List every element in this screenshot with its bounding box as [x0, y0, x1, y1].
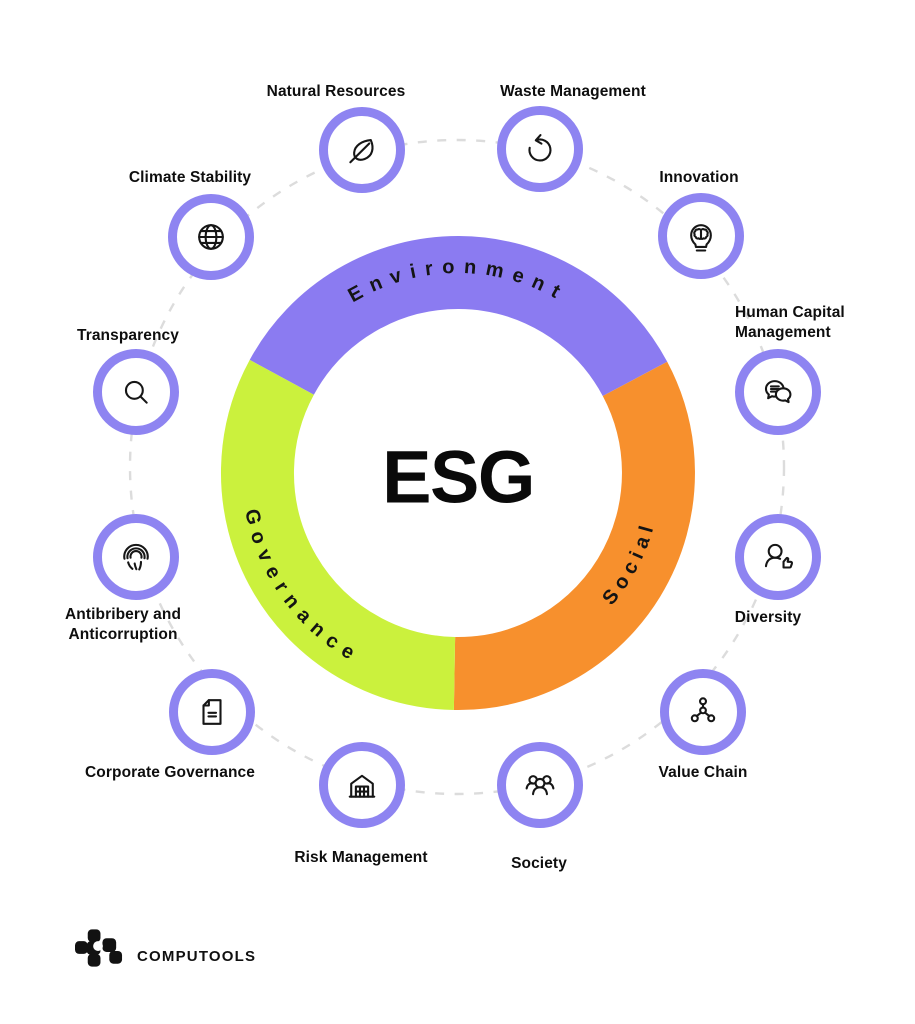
people-group-icon: [525, 775, 555, 796]
undo-arrow-icon: [528, 134, 552, 162]
document-icon: [202, 699, 222, 725]
antibribery-circle: [93, 514, 179, 600]
segment-arc-social: [453, 361, 695, 711]
person-thumbs-up-icon: [764, 543, 794, 569]
segment-arc-environment: [249, 236, 668, 397]
waste-management-circle: [497, 106, 583, 192]
climate-stability-label: Climate Stability: [128, 169, 252, 186]
computools-logo-text: COMPUTOOLS: [137, 947, 257, 965]
speech-bubbles-icon: [764, 380, 792, 404]
network-nodes-icon: [690, 697, 716, 723]
leaf-icon: [349, 139, 374, 164]
magnifier-icon: [124, 380, 148, 404]
transparency-circle: [93, 349, 179, 435]
diversity-circle: [735, 514, 821, 600]
globe-icon: [198, 224, 224, 250]
society-circle: [497, 742, 583, 828]
risk-management-circle: [319, 742, 405, 828]
human-capital-label: Human Capital Management: [735, 304, 845, 342]
corporate-governance-label: Corporate Governance: [85, 764, 255, 781]
natural-resources-circle: [319, 107, 405, 193]
antibribery-label: Antibribery and Anticorruption: [64, 606, 182, 644]
transparency-label: Transparency: [76, 327, 180, 344]
natural-resources-label: Natural Resources: [266, 83, 406, 100]
esg-center-label: ESG: [382, 435, 535, 519]
waste-management-label: Waste Management: [500, 83, 646, 100]
fingerprint-icon: [123, 543, 149, 571]
warehouse-icon: [348, 774, 376, 798]
computools-logo-mark: [75, 929, 123, 967]
climate-stability-circle: [168, 194, 254, 280]
lightbulb-brain-icon: [690, 224, 712, 252]
human-capital-circle: [735, 349, 821, 435]
segment-arc-governance: [221, 359, 456, 710]
society-label: Society: [511, 855, 567, 872]
value-chain-circle: [660, 669, 746, 755]
diversity-label: Diversity: [734, 609, 802, 626]
risk-management-label: Risk Management: [294, 849, 428, 866]
value-chain-label: Value Chain: [658, 764, 748, 781]
corporate-governance-circle: [169, 669, 255, 755]
innovation-circle: [658, 193, 744, 279]
computools-logo: COMPUTOOLS: [75, 929, 256, 969]
dashed-connector-circle: [128, 138, 786, 796]
innovation-label: Innovation: [659, 169, 739, 186]
